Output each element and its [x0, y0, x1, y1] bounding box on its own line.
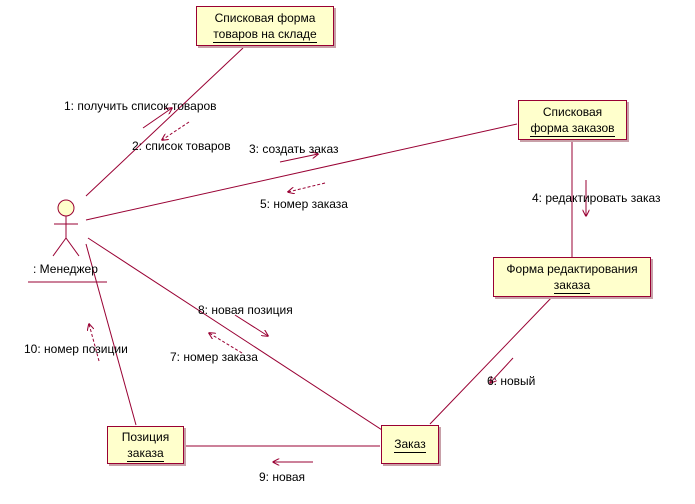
object-order[interactable]: Заказ	[381, 425, 439, 464]
actor-figure[interactable]	[53, 200, 79, 256]
message-label-7: 7: номер заказа	[170, 350, 258, 364]
message-label-4: 4: редактировать заказ	[532, 191, 661, 205]
message-arrow-5	[288, 183, 325, 192]
message-arrow-1	[143, 108, 172, 128]
message-label-9: 9: новая	[259, 470, 306, 484]
link-order-edit-order[interactable]	[430, 296, 553, 424]
link-manager-order[interactable]	[88, 238, 382, 430]
message-arrow-6	[490, 358, 513, 383]
object-stock-list-line2: товаров на складе	[213, 26, 317, 43]
actor-name: : Менеджер	[33, 262, 98, 276]
object-order-item-line2: заказа	[127, 445, 164, 462]
message-label-6: 6: новый	[487, 374, 536, 388]
message-arrow-8	[235, 315, 268, 336]
object-order-line1: Заказ	[394, 437, 426, 453]
message-label-5: 5: номер заказа	[260, 197, 348, 211]
object-orders-list-form[interactable]: Списковая форма заказов	[518, 100, 627, 140]
object-order-edit-line1: Форма редактирования	[506, 261, 638, 276]
object-stock-list-form[interactable]: Списковая форма товаров на складе	[196, 6, 334, 46]
message-arrow-10	[89, 324, 99, 361]
link-manager-order-item[interactable]	[86, 244, 136, 425]
object-order-edit-line2: заказа	[553, 277, 591, 294]
message-label-10: 10: номер позиции	[24, 342, 128, 356]
message-arrow-7	[209, 333, 242, 353]
message-label-2: 2: список товаров	[132, 139, 231, 153]
object-order-item-line1: Позиция	[121, 429, 170, 444]
object-order-item[interactable]: Позиция заказа	[107, 426, 184, 464]
message-arrow-3	[280, 154, 318, 162]
link-manager-stock-list[interactable]	[86, 48, 243, 196]
object-stock-list-line1: Списковая форма	[214, 10, 316, 25]
object-order-edit-form[interactable]: Форма редактирования заказа	[493, 257, 651, 297]
message-label-3: 3: создать заказ	[249, 142, 339, 156]
message-label-8: 8: новая позиция	[198, 303, 293, 317]
message-arrow-2	[162, 122, 189, 140]
object-orders-list-line1: Списковая	[542, 104, 603, 119]
message-label-1: 1: получить список товаров	[64, 99, 217, 113]
link-manager-orders-list[interactable]	[86, 124, 517, 220]
object-orders-list-line2: форма заказов	[530, 120, 615, 137]
